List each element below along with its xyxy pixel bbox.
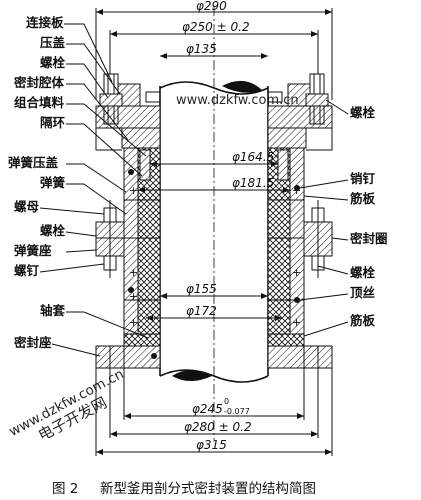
dim-315: φ315 <box>196 438 227 452</box>
dimension-texts: φ290 φ250 ± 0.2 φ135 φ164.5 φ181.5 φ155 … <box>182 0 274 452</box>
caption-number: 图 2 <box>52 481 78 497</box>
label-spring: 弹簧 <box>40 175 66 190</box>
svg-text:+: + <box>129 184 138 197</box>
svg-text:+: + <box>129 316 138 329</box>
dim-245-tol-upper: 0 <box>224 397 229 406</box>
left-spring-assembly: + + + + <box>95 169 138 329</box>
label-sleeve: 轴套 <box>40 303 66 318</box>
watermark-bottom: www.dzkfw.com.cn 电子开发网 <box>6 366 126 445</box>
dim-164-5: φ164.5 <box>232 150 274 164</box>
label-packing: 组合填料 <box>14 95 65 110</box>
label-rib-lower: 筋板 <box>349 313 376 328</box>
label-seal-cavity: 密封腔体 <box>13 75 65 90</box>
watermark-top: www.dzkfw.com.cn <box>176 93 299 108</box>
right-labels: 螺栓 销钉 筋板 密封圈 螺栓 顶丝 筋板 <box>299 99 388 337</box>
label-bolt-right-mid: 螺栓 <box>350 265 376 280</box>
svg-text:+: + <box>292 316 301 329</box>
label-screw: 螺钉 <box>14 263 40 278</box>
dimension-lines <box>95 8 333 456</box>
label-pin: 销钉 <box>350 171 376 186</box>
svg-text:+: + <box>129 290 138 303</box>
label-rib-upper: 筋板 <box>349 191 376 206</box>
label-gland: 压盖 <box>40 35 66 50</box>
dim-290: φ290 <box>196 0 227 13</box>
label-nut: 螺母 <box>14 199 40 214</box>
label-spacer-ring: 隔环 <box>40 115 66 130</box>
dim-155: φ155 <box>186 282 217 296</box>
right-top-assembly <box>267 73 333 151</box>
left-top-assembly <box>95 73 161 151</box>
seal-cavity-body <box>123 147 305 347</box>
label-seal-base: 密封座 <box>13 335 52 350</box>
dim-245-tol-lower: -0.077 <box>224 407 250 416</box>
label-seal-ring: 密封圈 <box>349 231 388 246</box>
label-bolt-mid: 螺栓 <box>40 223 66 238</box>
dim-280: φ280 ± 0.2 <box>184 420 252 434</box>
right-seal-ring-assembly: + + + <box>292 184 333 329</box>
left-labels: 连接板 压盖 螺栓 密封腔体 组合填料 隔环 弹簧压盖 弹簧 螺母 螺栓 弹簧座… <box>8 15 149 357</box>
label-connecting-plate: 连接板 <box>26 15 64 30</box>
dim-135: φ135 <box>186 42 217 56</box>
caption-text: 新型釜用剖分式密封装置的结构简图 <box>100 480 316 497</box>
label-bolt-top: 螺栓 <box>40 55 66 70</box>
label-set-screw: 顶丝 <box>350 285 376 300</box>
label-spring-gland: 弹簧压盖 <box>8 155 59 170</box>
label-spring-seat: 弹簧座 <box>14 243 52 258</box>
seal-base <box>95 333 333 369</box>
svg-text:+: + <box>292 266 301 279</box>
dim-172: φ172 <box>186 304 217 318</box>
dim-245: φ245 <box>192 402 223 416</box>
dim-181-5: φ181.5 <box>232 176 274 190</box>
svg-text:+: + <box>129 266 138 279</box>
label-bolt-right-top: 螺栓 <box>350 105 376 120</box>
dim-250: φ250 ± 0.2 <box>182 20 250 34</box>
